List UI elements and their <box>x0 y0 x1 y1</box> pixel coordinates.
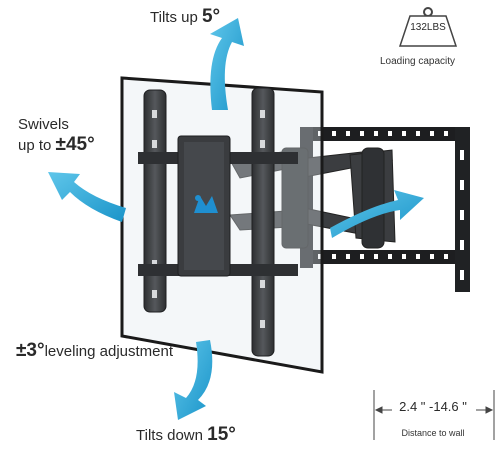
brand-logo-icon <box>194 195 218 213</box>
tilt-up-label: Tilts up 5° <box>150 6 220 28</box>
tilt-down-arrow-icon <box>174 340 213 420</box>
loading-capacity-caption: Loading capacity <box>380 56 456 67</box>
leveling-text: leveling adjustment <box>44 343 174 360</box>
swivel-right-arrow-icon <box>330 190 424 238</box>
distance-caption: Distance to wall <box>401 428 465 438</box>
center-bracket <box>177 135 231 277</box>
tilt-up-arrow-icon <box>210 18 244 110</box>
tilt-up-text: Tilts up <box>150 9 198 26</box>
leveling-label: ±3°leveling adjustment <box>16 340 173 362</box>
swivel-label-line2: up to ±45° <box>18 134 95 156</box>
tilt-down-text: Tilts down <box>136 427 203 444</box>
tilt-down-label: Tilts down 15° <box>136 424 236 446</box>
swivel-degrees: ±45° <box>55 134 95 155</box>
swivel-left-arrow-icon <box>48 172 126 222</box>
swivel-up-to-text: up to <box>18 137 52 154</box>
tilt-down-degrees: 15° <box>207 424 236 445</box>
distance-value: 2.4 " -14.6 " <box>399 399 467 414</box>
leveling-degrees: ±3° <box>16 340 45 361</box>
swivel-label-line1: Swivels <box>18 116 69 133</box>
weight-value: 132LBS <box>410 22 446 33</box>
tilt-up-degrees: 5° <box>201 6 221 27</box>
weight-icon <box>398 7 458 47</box>
distance-bracket <box>373 390 495 440</box>
